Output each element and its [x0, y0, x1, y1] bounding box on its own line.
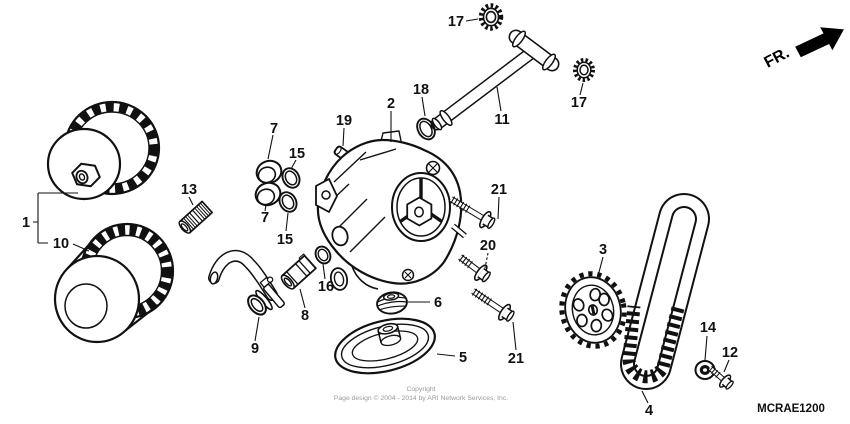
leader-13 [188, 196, 194, 206]
leader-9 [254, 316, 260, 342]
copyright-line-2: Page design © 2004 - 2014 by ARI Network… [334, 394, 508, 402]
callout-1: 1 [22, 215, 30, 231]
callout-17-left: 17 [448, 14, 464, 30]
part-18-o-ring [416, 117, 436, 141]
callout-13: 13 [181, 182, 197, 198]
leader-3 [597, 256, 604, 277]
leader-19 [342, 127, 345, 147]
part-5-oil-strainer [334, 317, 436, 375]
callout-7-upper: 7 [270, 121, 278, 137]
callout-7-lower: 7 [261, 210, 269, 226]
front-direction-indicator: FR. [762, 27, 844, 72]
callout-5: 5 [459, 350, 467, 366]
callout-20: 20 [480, 238, 496, 254]
callout-15-lower: 15 [277, 232, 293, 248]
part-21-flange-bolt-lower [471, 288, 515, 322]
copyright-line-1: Copyright [406, 386, 435, 393]
part-11-oil-pipe [430, 29, 560, 131]
leader-14 [704, 335, 708, 361]
leader-5 [436, 353, 456, 357]
part-15-o-ring-upper [281, 167, 301, 189]
leader-15-upper [290, 159, 297, 170]
callout-17-right: 17 [571, 95, 587, 111]
callout-16: 16 [318, 279, 334, 295]
part-7-collar-lower [254, 181, 282, 207]
part-1-oil-filter-cap [46, 100, 161, 201]
leader-21-lower [512, 321, 517, 351]
part-16-o-ring [314, 245, 332, 265]
part-14-washer [694, 360, 716, 380]
leader-10 [72, 243, 90, 252]
part-8-hose-joint [280, 253, 317, 290]
callout-11: 11 [494, 112, 509, 128]
front-arrow-icon [795, 27, 844, 58]
part-15-o-ring-lower [278, 191, 298, 213]
leader-12 [723, 359, 730, 373]
callout-3: 3 [599, 242, 607, 258]
leader-18 [421, 96, 426, 117]
callout-6: 6 [434, 295, 442, 311]
part-21-flange-bolt-upper [449, 196, 496, 229]
callout-19: 19 [336, 113, 352, 129]
part-17-mounting-rubber-right [573, 58, 595, 82]
leader-17-right [579, 82, 584, 96]
leader-7-upper [267, 134, 274, 160]
callout-21-upper: 21 [491, 182, 507, 198]
part-9-oil-hose [208, 249, 285, 316]
callout-4: 4 [645, 403, 653, 419]
leader-1-bracket [33, 192, 78, 244]
callout-leader-lines [33, 18, 730, 404]
leader-16 [322, 263, 326, 280]
front-arrow-label: FR. [762, 44, 793, 71]
callout-2: 2 [387, 96, 395, 112]
part-13-joint-fitting [178, 200, 214, 234]
part-10-oil-filter-cartridge [53, 222, 175, 344]
part-17-mounting-rubber-left [478, 3, 504, 31]
callout-9: 9 [251, 341, 259, 357]
part-4-oil-pump-chain [620, 193, 710, 390]
part-2-oil-pump-body [315, 130, 467, 291]
callout-14: 14 [700, 320, 716, 336]
part-12-bolt [708, 365, 734, 390]
leader-8 [299, 288, 306, 309]
part-6-strainer-grommet [376, 291, 408, 315]
part-20-flange-bolt [458, 254, 491, 283]
callout-15-upper: 15 [289, 146, 305, 162]
callout-18: 18 [413, 82, 429, 98]
part-3-oil-pump-sprocket [559, 271, 627, 349]
leader-21-upper [497, 196, 500, 220]
callout-8: 8 [301, 308, 309, 324]
leader-11 [496, 86, 502, 112]
callout-10: 10 [53, 236, 69, 252]
leader-4 [641, 390, 649, 404]
leader-17-left [465, 18, 479, 22]
callout-21-lower: 21 [508, 351, 524, 367]
leader-15-lower [285, 212, 289, 232]
callout-12: 12 [722, 345, 738, 361]
diagram-code: MCRAE1200 [757, 403, 825, 415]
leader-7-lower [264, 204, 267, 212]
